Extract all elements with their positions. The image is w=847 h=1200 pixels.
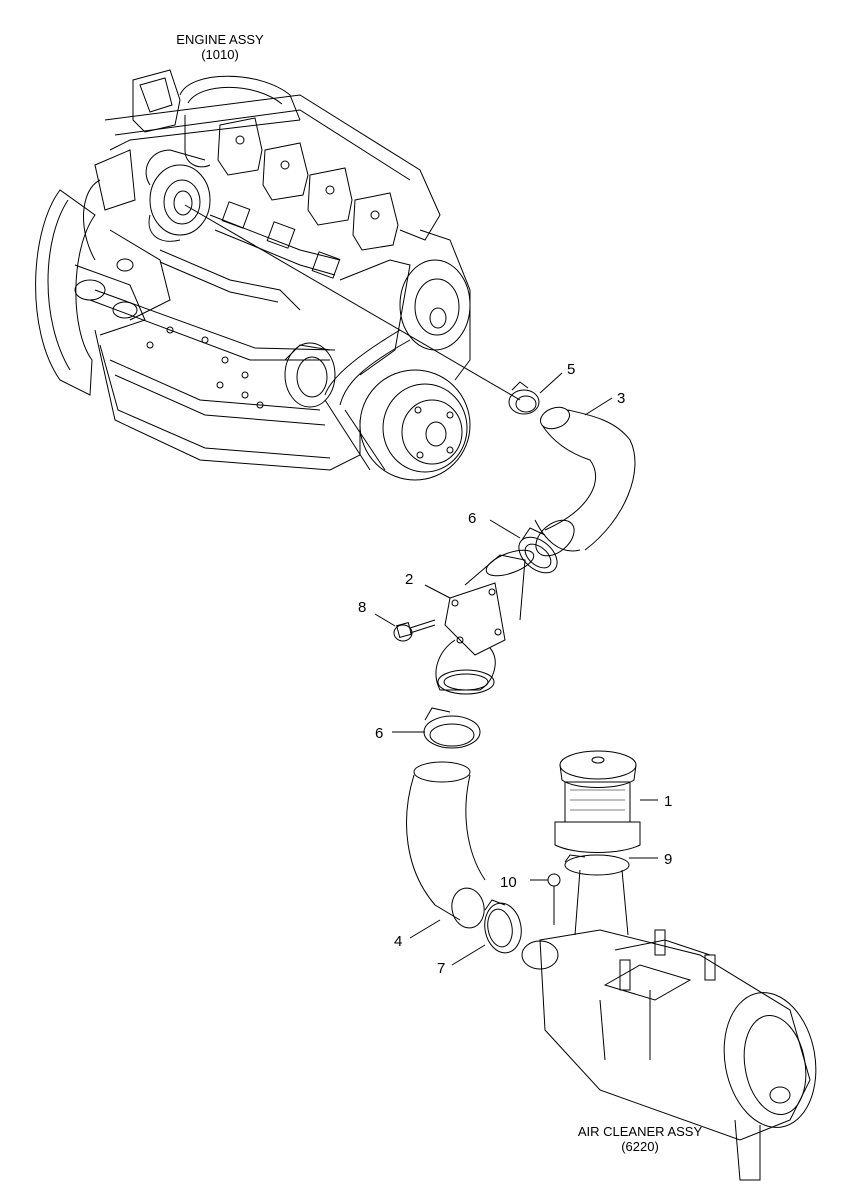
part-6-clamp-lower	[392, 708, 480, 748]
callout-labels: 5 3 6 2 8 6 1 9 10 4 7	[358, 361, 672, 977]
engine-assy-title: ENGINE ASSY	[176, 32, 264, 47]
part-2-adapter	[425, 545, 537, 694]
air-cleaner-assy-label: AIR CLEANER ASSY (6220)	[555, 1124, 725, 1154]
engine-assy-label: ENGINE ASSY (1010)	[150, 32, 290, 62]
part-4-hose	[407, 762, 488, 938]
callout-6-lower: 6	[375, 725, 383, 742]
air-cleaner-assy-code: (6220)	[621, 1139, 659, 1154]
callout-8: 8	[358, 599, 366, 616]
part-9-clamp	[565, 855, 658, 875]
part-1-precleaner	[555, 751, 658, 853]
part-3-elbow-hose	[529, 398, 635, 563]
callout-1: 1	[664, 793, 672, 810]
engine-drawing	[36, 70, 520, 480]
part-8-bolt	[375, 614, 435, 641]
callout-10: 10	[500, 874, 517, 891]
air-cleaner-drawing	[522, 870, 826, 1180]
part-7-clamp	[452, 900, 525, 965]
part-5-clamp	[509, 373, 562, 414]
callout-3: 3	[617, 390, 625, 407]
part-10-fitting	[530, 874, 560, 925]
engine-assy-code: (1010)	[201, 47, 239, 62]
part-6-clamp-upper	[490, 520, 564, 580]
callout-5: 5	[567, 361, 575, 378]
air-cleaner-assy-title: AIR CLEANER ASSY	[577, 1124, 703, 1139]
callout-6-upper: 6	[468, 510, 476, 527]
callout-9: 9	[664, 851, 672, 868]
callout-2: 2	[405, 571, 413, 588]
callout-7: 7	[437, 960, 445, 977]
callout-4: 4	[394, 933, 402, 950]
